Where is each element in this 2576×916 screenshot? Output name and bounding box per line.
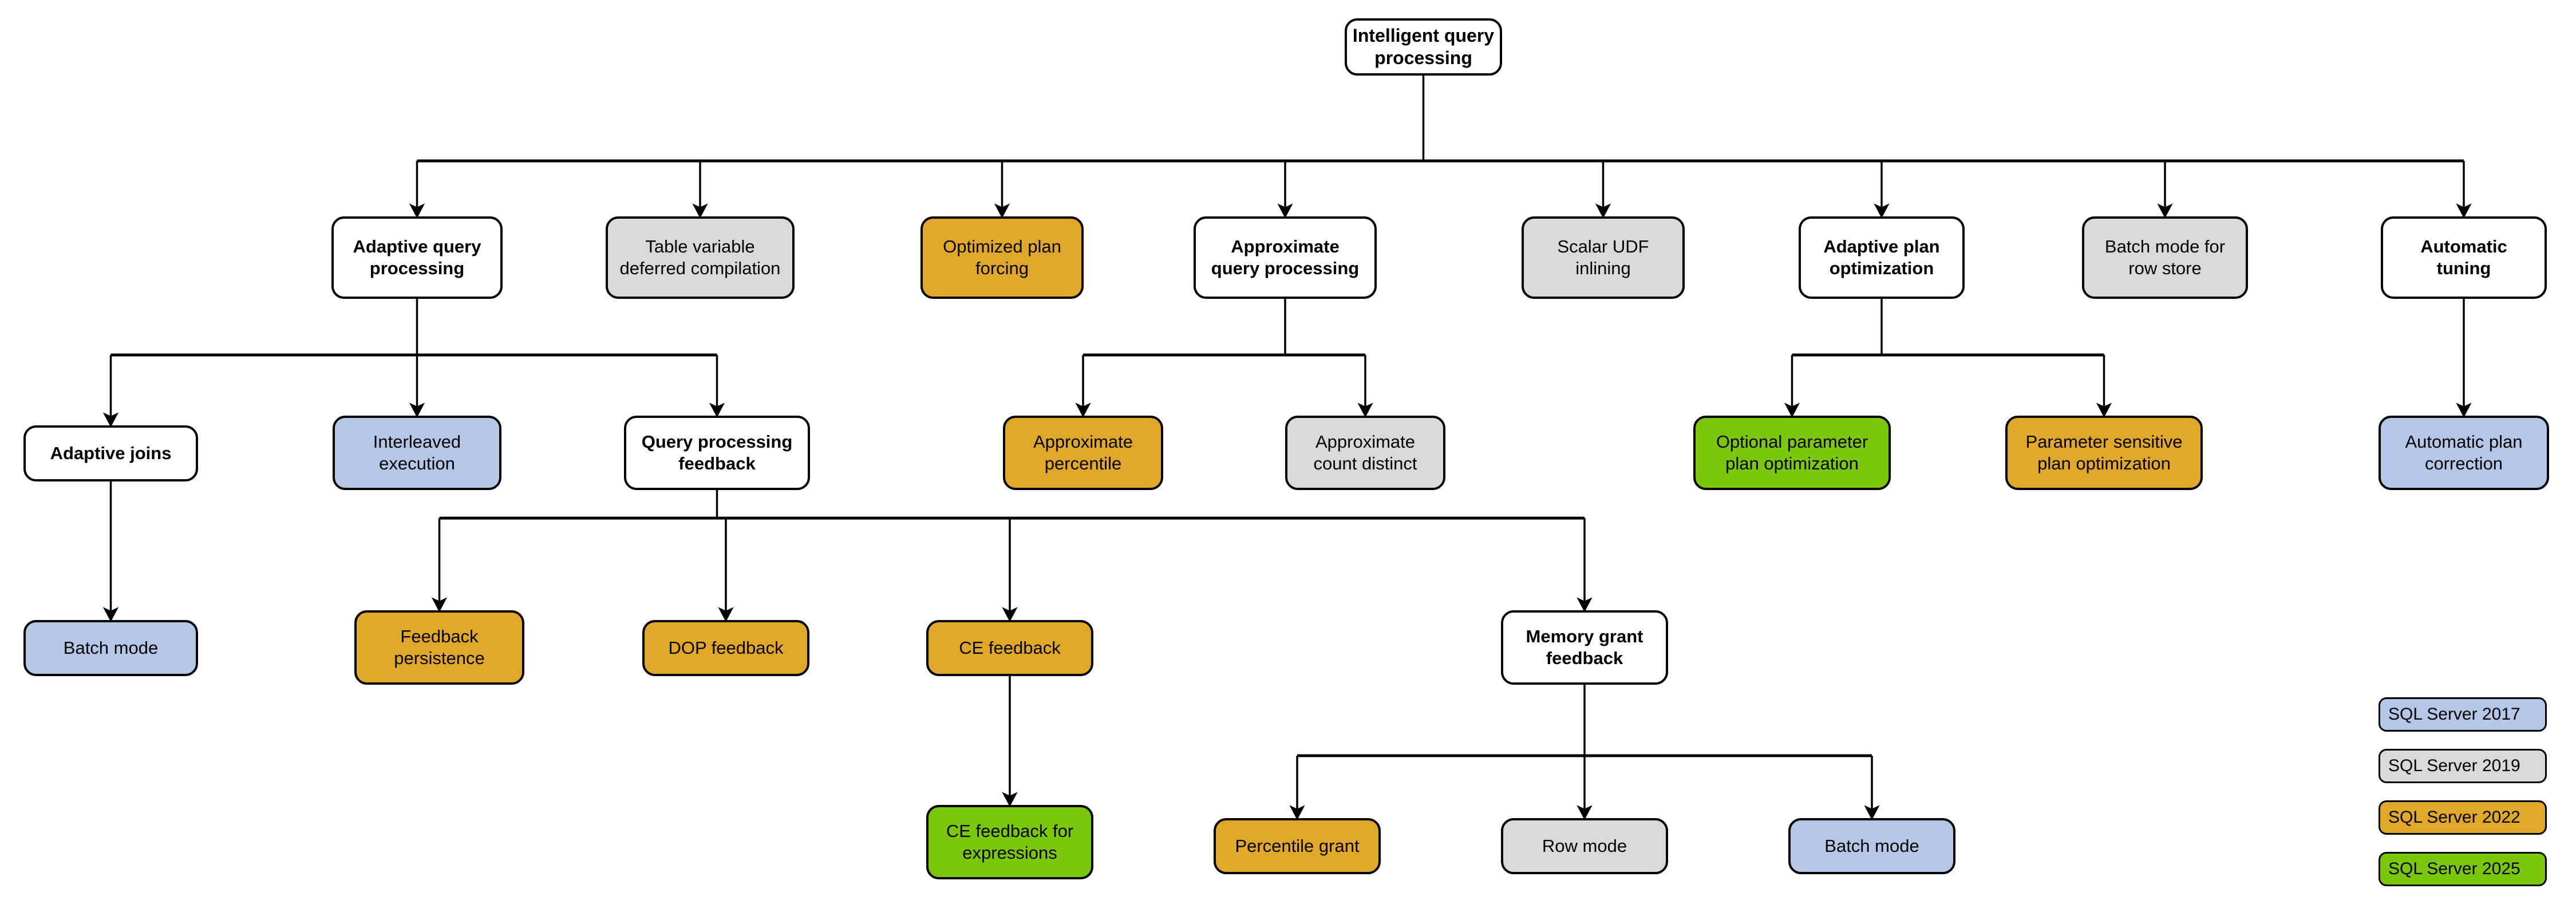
node-fp[interactable]: Feedback persistence xyxy=(354,610,524,685)
legend-label: SQL Server 2025 xyxy=(2388,859,2520,878)
node-bm1[interactable]: Batch mode xyxy=(23,620,198,676)
node-at[interactable]: Automatic tuning xyxy=(2381,216,2547,299)
legend-item-sql-server-2017: SQL Server 2017 xyxy=(2379,697,2547,732)
node-label: Table variable deferred compilation xyxy=(619,236,781,278)
node-label: Adaptive plan optimization xyxy=(1823,236,1940,278)
node-label: Approximate percentile xyxy=(1033,432,1133,473)
node-label: CE feedback for expressions xyxy=(946,821,1074,863)
node-cefe[interactable]: CE feedback for expressions xyxy=(926,805,1093,879)
node-label: Intelligent query processing xyxy=(1352,25,1495,68)
node-label: Automatic tuning xyxy=(2420,236,2507,278)
node-label: Automatic plan correction xyxy=(2405,432,2523,473)
node-opf[interactable]: Optimized plan forcing xyxy=(920,216,1084,299)
node-appr[interactable]: Approximate percentile xyxy=(1003,416,1163,490)
legend-label: SQL Server 2017 xyxy=(2388,705,2520,724)
node-pg[interactable]: Percentile grant xyxy=(1214,818,1381,874)
node-dop[interactable]: DOP feedback xyxy=(642,620,809,676)
node-ce[interactable]: CE feedback xyxy=(926,620,1093,676)
legend-item-sql-server-2022: SQL Server 2022 xyxy=(2379,800,2547,835)
node-label: DOP feedback xyxy=(668,638,784,658)
node-acd[interactable]: Approximate count distinct xyxy=(1285,416,1445,490)
node-ie[interactable]: Interleaved execution xyxy=(333,416,501,490)
node-label: Row mode xyxy=(1542,836,1627,856)
node-iqp[interactable]: Intelligent query processing xyxy=(1345,18,1502,76)
node-label: Optional parameter plan optimization xyxy=(1716,432,1868,473)
node-label: Parameter sensitive plan optimization xyxy=(2025,432,2183,473)
node-label: Adaptive joins xyxy=(50,443,172,464)
node-sudf[interactable]: Scalar UDF inlining xyxy=(1522,216,1685,299)
node-label: Adaptive query processing xyxy=(353,236,481,278)
node-label: Batch mode xyxy=(1824,836,1919,856)
node-apq[interactable]: Approximate query processing xyxy=(1194,216,1377,299)
node-label: Optimized plan forcing xyxy=(943,236,1061,278)
node-label: Batch mode xyxy=(63,638,159,658)
node-label: Memory grant feedback xyxy=(1526,626,1643,668)
node-aj[interactable]: Adaptive joins xyxy=(23,425,198,481)
node-label: Approximate query processing xyxy=(1211,236,1360,278)
node-mgf[interactable]: Memory grant feedback xyxy=(1501,610,1668,685)
node-pspo[interactable]: Parameter sensitive plan optimization xyxy=(2005,416,2203,490)
legend-label: SQL Server 2022 xyxy=(2388,808,2520,827)
node-label: Approximate count distinct xyxy=(1313,432,1417,473)
node-label: Batch mode for row store xyxy=(2104,236,2226,278)
node-label: Interleaved execution xyxy=(373,432,461,473)
node-apo[interactable]: Adaptive plan optimization xyxy=(1799,216,1965,299)
node-bmrs[interactable]: Batch mode for row store xyxy=(2082,216,2248,299)
legend-item-sql-server-2025: SQL Server 2025 xyxy=(2379,852,2547,886)
node-apc[interactable]: Automatic plan correction xyxy=(2379,416,2549,490)
node-label: Percentile grant xyxy=(1235,836,1360,856)
node-aqp[interactable]: Adaptive query processing xyxy=(331,216,503,299)
node-oppo[interactable]: Optional parameter plan optimization xyxy=(1693,416,1891,490)
node-qpf[interactable]: Query processing feedback xyxy=(624,416,810,490)
legend-item-sql-server-2019: SQL Server 2019 xyxy=(2379,749,2547,783)
node-bm2[interactable]: Batch mode xyxy=(1788,818,1955,874)
node-rm[interactable]: Row mode xyxy=(1501,818,1668,874)
node-label: Scalar UDF inlining xyxy=(1557,236,1649,278)
node-tvdc[interactable]: Table variable deferred compilation xyxy=(606,216,795,299)
node-label: CE feedback xyxy=(959,638,1061,658)
node-label: Query processing feedback xyxy=(641,432,793,473)
node-label: Feedback persistence xyxy=(394,626,485,668)
legend-label: SQL Server 2019 xyxy=(2388,756,2520,775)
